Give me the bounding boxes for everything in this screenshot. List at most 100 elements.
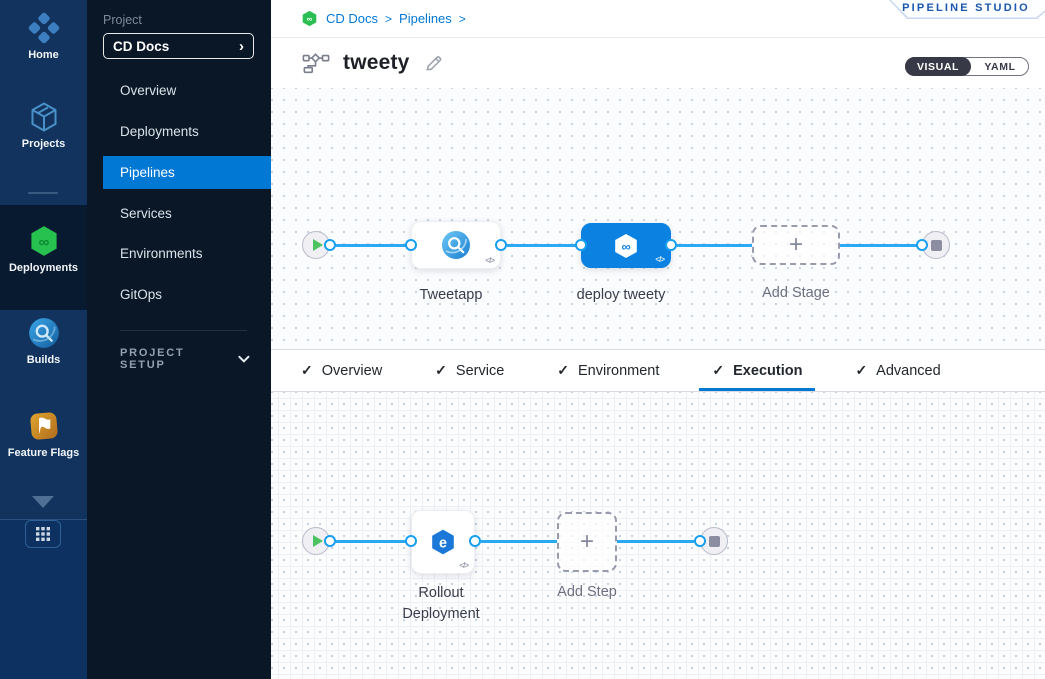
- module-grid-button[interactable]: [25, 520, 61, 548]
- connector-port[interactable]: [495, 239, 507, 251]
- project-selector-value: CD Docs: [113, 39, 239, 54]
- breadcrumb-project-link[interactable]: CD Docs: [326, 11, 378, 26]
- add-stage-button[interactable]: +: [752, 225, 840, 265]
- code-icon: </>: [485, 256, 494, 265]
- add-step-label[interactable]: Add Step: [557, 584, 617, 600]
- tab-execution[interactable]: ✓Execution: [699, 350, 815, 391]
- edge-addstep-end: [617, 540, 694, 543]
- stage-label-deploy-tweety[interactable]: deploy tweety: [577, 287, 666, 303]
- project-setup-label: PROJECT SETUP: [120, 347, 224, 371]
- stage-node-tweetapp[interactable]: </>: [411, 221, 501, 269]
- execution-canvas[interactable]: e </> + RolloutDeployment Add Step: [271, 392, 1045, 679]
- add-step-button[interactable]: +: [557, 512, 617, 572]
- sidebar-item-services[interactable]: Services: [103, 197, 271, 230]
- visual-yaml-toggle: VISUAL YAML: [905, 57, 1029, 76]
- tab-service[interactable]: ✓ Service: [422, 350, 517, 391]
- connector-port[interactable]: [324, 535, 336, 547]
- play-icon: [313, 239, 323, 251]
- check-icon: ✓: [557, 362, 569, 379]
- tab-label: Service: [456, 363, 504, 379]
- rail-item-projects[interactable]: Projects: [0, 99, 87, 150]
- step-label-rollout[interactable]: RolloutDeployment: [386, 583, 496, 625]
- cd-module-icon: ∞: [301, 10, 318, 27]
- rail-item-home[interactable]: Home: [0, 10, 87, 61]
- rail-bottom-section: [0, 519, 87, 679]
- edge-rollout-addstep: [481, 540, 557, 543]
- connector-port[interactable]: [665, 239, 677, 251]
- edit-pipeline-name-button[interactable]: [424, 54, 443, 73]
- sidebar-item-label: Deployments: [120, 124, 199, 139]
- pipeline-studio-main: ∞ CD Docs > Pipelines > PIPELINE STUDIO …: [271, 0, 1045, 679]
- breadcrumb-pipelines-link[interactable]: Pipelines: [399, 11, 452, 26]
- connector-port[interactable]: [324, 239, 336, 251]
- tab-label: Execution: [733, 363, 802, 379]
- tab-environment[interactable]: ✓Environment: [544, 350, 672, 391]
- connector-port[interactable]: [694, 535, 706, 547]
- sidebar-item-overview[interactable]: Overview: [103, 74, 271, 107]
- stage-config-tabs: ✓Overview ✓Service ✓Environment ✓Executi…: [271, 349, 1045, 392]
- tab-advanced[interactable]: ✓Advanced: [842, 350, 953, 391]
- rail-label-builds: Builds: [27, 354, 61, 366]
- visual-toggle-button[interactable]: VISUAL: [905, 57, 971, 76]
- add-stage-label[interactable]: Add Stage: [762, 285, 830, 301]
- edge-start-tweetapp: [336, 244, 411, 247]
- sidebar-divider: [120, 330, 247, 331]
- svg-text:∞: ∞: [38, 234, 49, 251]
- plus-icon: +: [789, 233, 803, 257]
- stage-node-deploy-tweety[interactable]: ∞ </>: [581, 223, 671, 268]
- stage-label-tweetapp[interactable]: Tweetapp: [420, 287, 483, 303]
- sidebar-item-label: Pipelines: [120, 165, 175, 180]
- rail-label-home: Home: [28, 49, 59, 61]
- step-label-line1: Rollout: [418, 585, 463, 601]
- projects-icon: [26, 99, 62, 135]
- tab-label: Overview: [322, 363, 382, 379]
- pipeline-graph-icon: [302, 52, 330, 74]
- connector-port[interactable]: [575, 239, 587, 251]
- connector-port[interactable]: [469, 535, 481, 547]
- connector-port[interactable]: [916, 239, 928, 251]
- svg-text:e: e: [439, 536, 447, 552]
- sidebar-item-gitops[interactable]: GitOps: [103, 278, 271, 311]
- connector-port[interactable]: [405, 239, 417, 251]
- sidebar-item-label: Overview: [120, 83, 176, 98]
- sidebar-item-pipelines[interactable]: Pipelines: [103, 156, 271, 189]
- breadcrumb-separator: >: [385, 12, 392, 26]
- rail-item-deployments[interactable]: ∞ Deployments: [0, 223, 87, 274]
- feature-flags-icon: [26, 408, 62, 444]
- build-stage-icon: [439, 228, 473, 262]
- stop-icon: [709, 536, 720, 547]
- rail-label-projects: Projects: [22, 138, 65, 150]
- project-selector[interactable]: CD Docs ›: [103, 33, 254, 59]
- check-icon: ✓: [435, 362, 447, 379]
- tab-overview[interactable]: ✓ Overview: [288, 350, 395, 391]
- rail-item-feature-flags[interactable]: Feature Flags: [0, 408, 87, 459]
- builds-ci-icon: [26, 315, 62, 351]
- step-label-line2: Deployment: [402, 606, 479, 622]
- connector-port[interactable]: [405, 535, 417, 547]
- project-setup-toggle[interactable]: PROJECT SETUP: [120, 347, 250, 371]
- play-icon: [313, 535, 323, 547]
- rail-divider: [28, 192, 58, 194]
- pipeline-title: tweety: [343, 51, 410, 75]
- rollout-deployment-icon: e: [427, 526, 459, 558]
- rail-label-deployments: Deployments: [9, 262, 78, 274]
- rail-more-chevron-down-icon[interactable]: [32, 496, 54, 508]
- rail-item-builds[interactable]: Builds: [0, 315, 87, 366]
- sidebar-item-environments[interactable]: Environments: [103, 237, 271, 270]
- chevron-right-icon: ›: [239, 39, 244, 54]
- stage-canvas[interactable]: </> ∞ </> + Tweetapp deploy tweety Add S…: [271, 88, 1045, 349]
- grid-icon: [36, 527, 50, 541]
- edge-deploy-addstage: [677, 244, 752, 247]
- check-icon: ✓: [855, 362, 867, 379]
- sidebar-item-deployments[interactable]: Deployments: [103, 115, 271, 148]
- yaml-toggle-button[interactable]: YAML: [972, 58, 1028, 75]
- pencil-icon: [424, 54, 443, 73]
- code-icon: </>: [655, 255, 664, 264]
- sidebar-item-label: Services: [120, 206, 172, 221]
- edge-tweetapp-deploy: [507, 244, 581, 247]
- deploy-stage-icon: ∞: [610, 230, 642, 262]
- svg-text:∞: ∞: [307, 14, 312, 23]
- check-icon: ✓: [301, 362, 313, 379]
- deployments-cd-icon: ∞: [26, 223, 62, 259]
- step-node-rollout-deployment[interactable]: e </>: [411, 510, 475, 574]
